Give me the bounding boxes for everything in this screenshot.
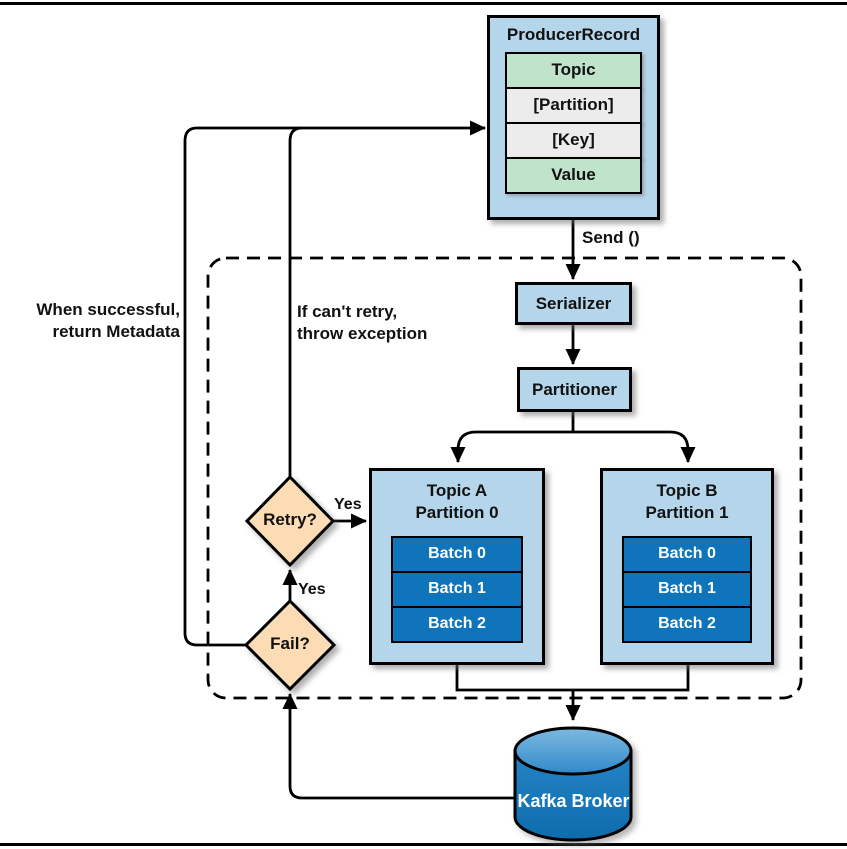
retry-diamond-label: Retry? [263,510,317,529]
success-note-line2: return Metadata [52,322,180,341]
field-value: Value [505,157,642,194]
send-label: Send () [582,228,640,247]
exception-note-line2: throw exception [297,324,428,343]
fail-diamond [243,598,337,692]
kafka-broker-cylinder [513,726,633,842]
broker-cylinder-body [513,749,633,842]
kafka-broker-label: Kafka Broker [517,791,630,811]
batch-row: Batch 2 [622,606,752,643]
topic-a-partition: Partition 0 [415,503,499,522]
batch-row: Batch 0 [622,536,752,573]
topic-b-batches: Batch 0 Batch 1 Batch 2 [603,524,771,643]
partitioner-box: Partitioner [517,367,632,412]
producer-record-fields: Topic [Partition] [Key] Value [490,52,657,194]
fail-yes-label: Yes [298,581,326,598]
topic-a-batches: Batch 0 Batch 1 Batch 2 [372,524,542,643]
retry-yes-label: Yes [334,496,362,513]
batch-row: Batch 1 [391,571,523,608]
topic-a-title: Topic A Partition 0 [372,471,542,524]
field-topic: Topic [505,52,642,89]
producer-internals-boundary [206,256,803,700]
exception-note-line1: If can't retry, [297,302,398,321]
topic-b-title: Topic B Partition 1 [603,471,771,524]
topic-b-name: Topic B [656,481,718,500]
batch-row: Batch 2 [391,606,523,643]
batches-merge-line [455,665,690,692]
fail-diamond-label: Fail? [270,634,310,653]
bottom-rule [0,843,847,846]
partitioner-to-topic-a-arrow [450,430,573,463]
topic-b-partition-box: Topic B Partition 1 Batch 0 Batch 1 Batc… [600,468,774,665]
broker-to-fail-arrow [282,693,515,800]
success-note-line1: When successful, [36,300,180,319]
topic-a-name: Topic A [426,481,488,500]
batch-row: Batch 1 [622,571,752,608]
success-note: When successful, return Metadata [28,299,180,343]
field-partition: [Partition] [505,87,642,124]
topic-b-partition: Partition 1 [645,503,729,522]
serializer-box: Serializer [515,282,632,325]
partitioner-to-topic-b-arrow [573,430,696,463]
retry-diamond [244,474,336,568]
retry-exception-line [288,126,303,477]
producer-record-box: ProducerRecord Topic [Partition] [Key] V… [487,15,660,220]
field-key: [Key] [505,122,642,159]
broker-cylinder-top [513,726,633,776]
exception-note: If can't retry, throw exception [297,301,427,345]
top-rule [0,2,847,5]
topic-a-partition-box: Topic A Partition 0 Batch 0 Batch 1 Batc… [369,468,545,665]
producer-record-title: ProducerRecord [506,25,641,44]
batch-row: Batch 0 [391,536,523,573]
success-return-arrow [183,120,486,647]
